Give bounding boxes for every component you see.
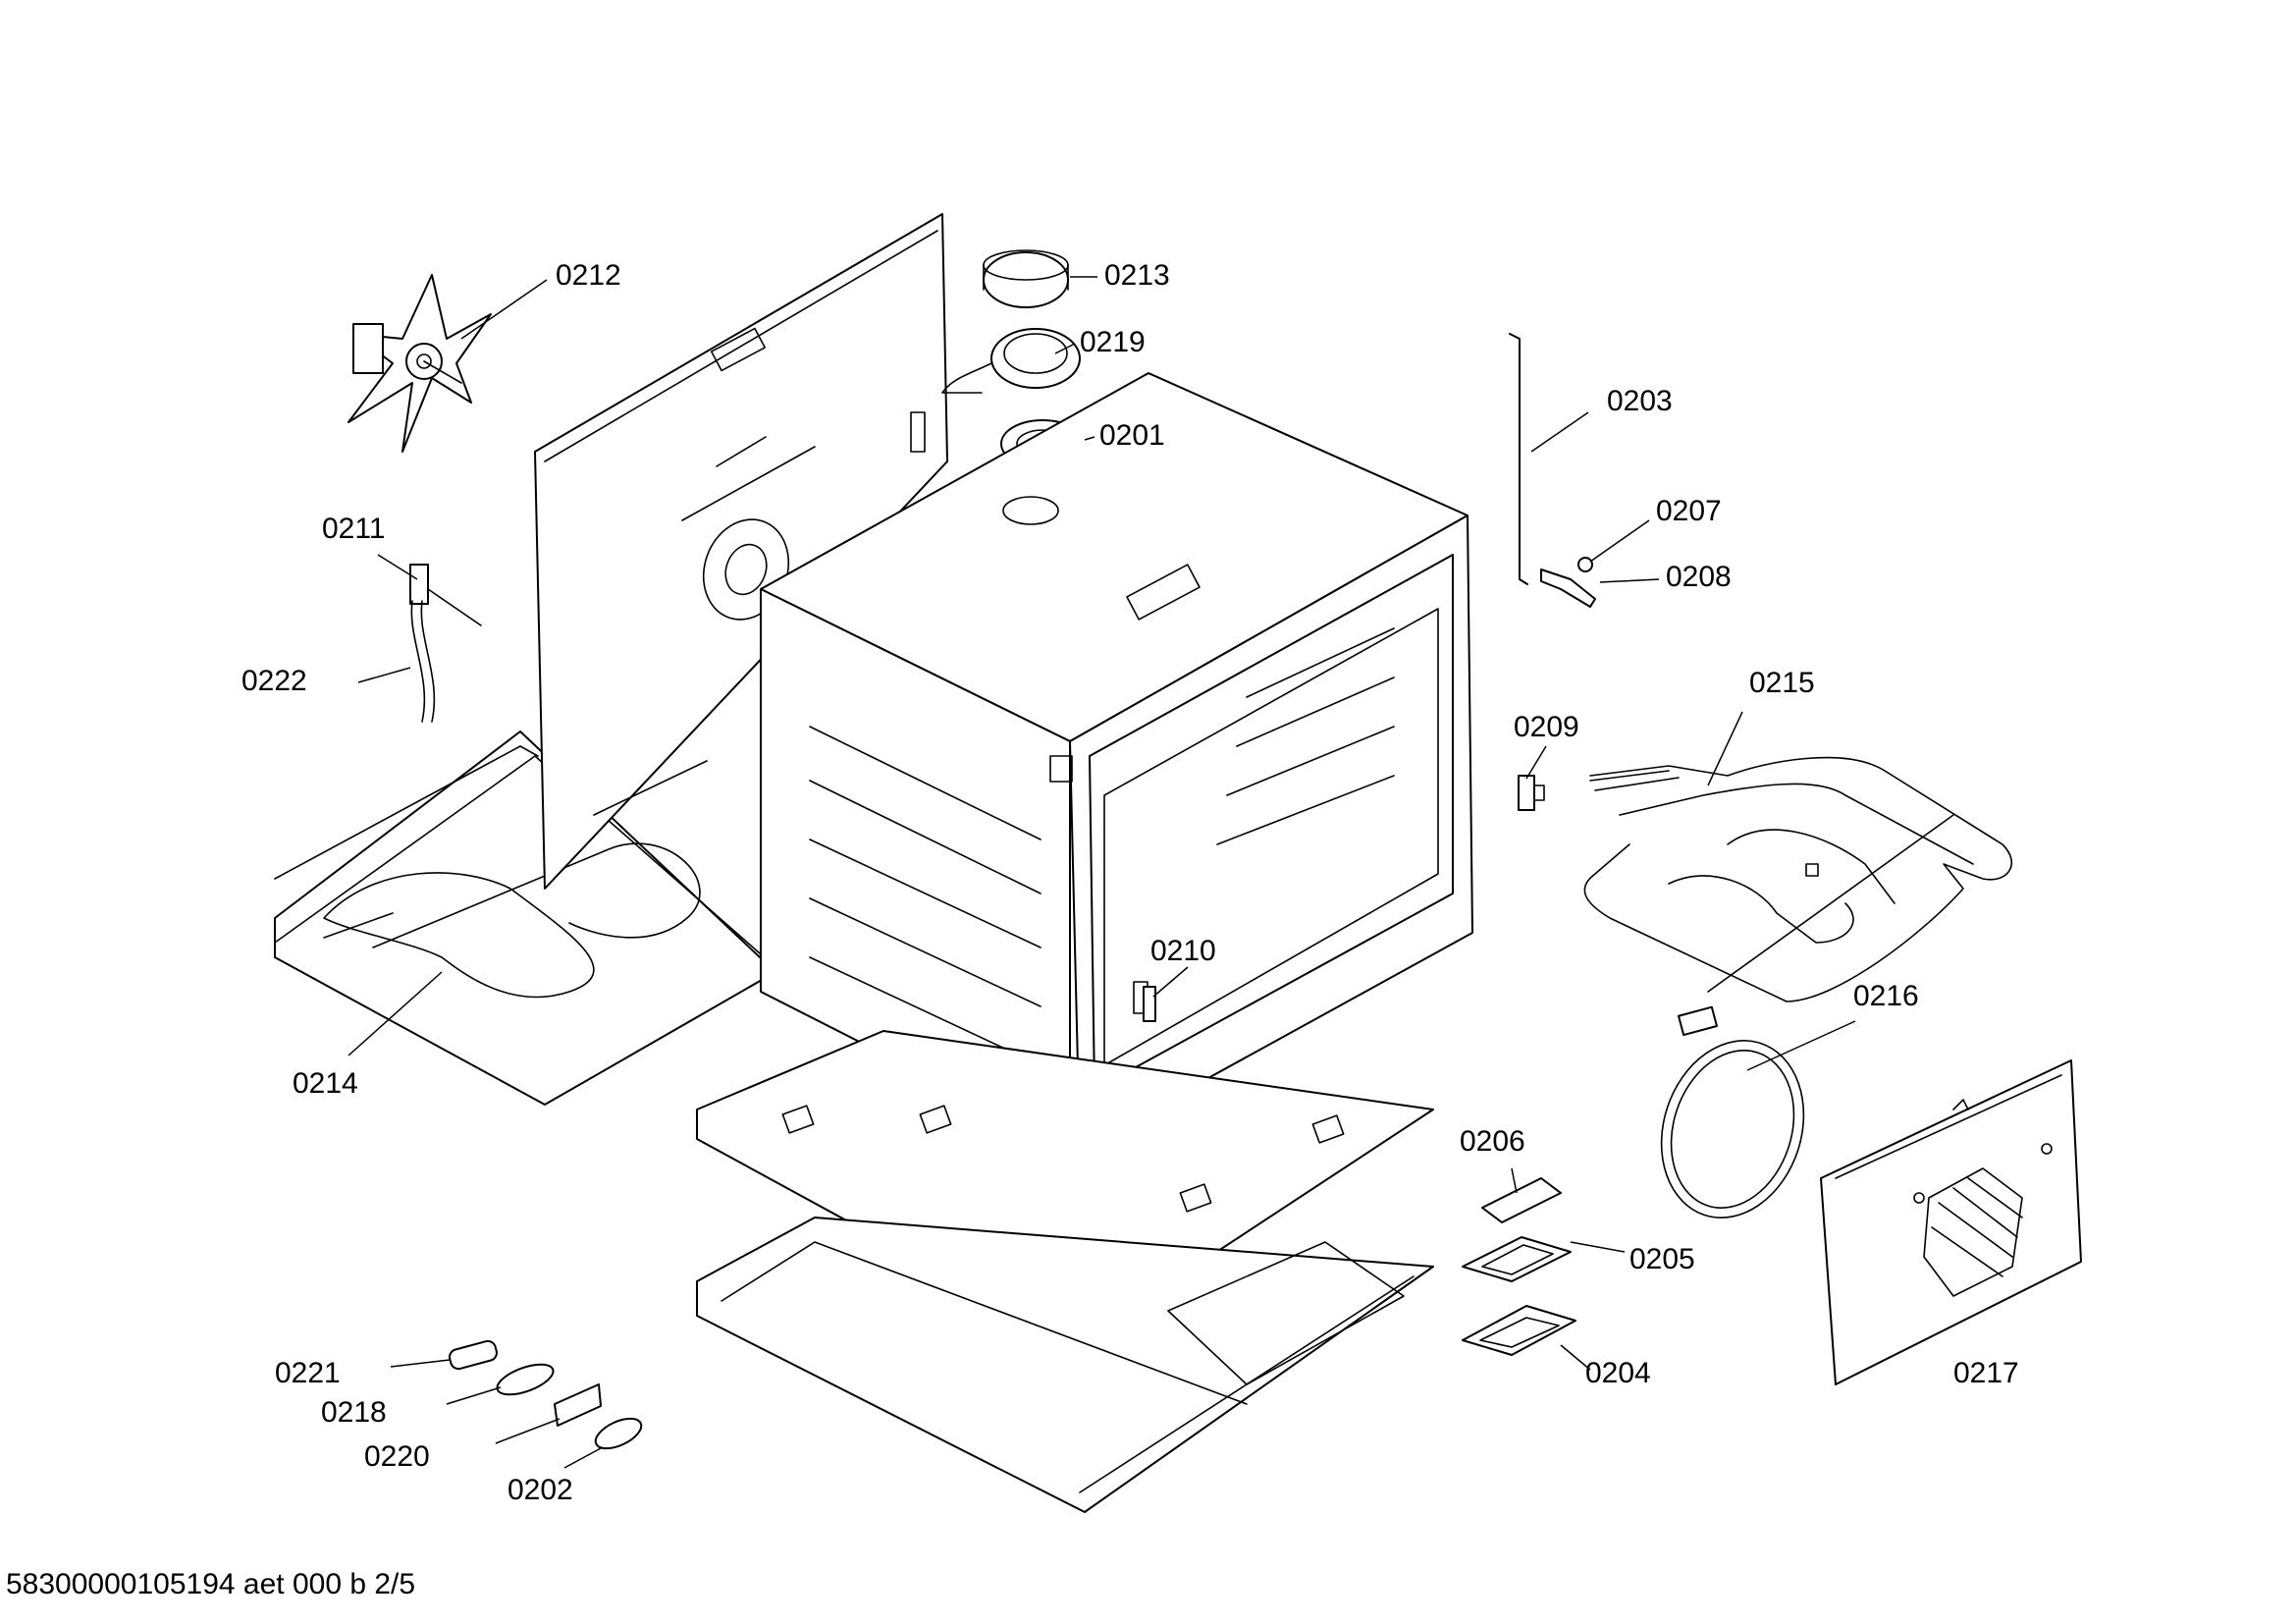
callout-0219: 0219 [1080, 326, 1146, 358]
callout-0207: 0207 [1656, 495, 1722, 527]
callout-0210: 0210 [1150, 935, 1216, 967]
callout-0213: 0213 [1104, 259, 1170, 292]
part-0219-fan-cover [941, 328, 1081, 394]
document-reference: 58300000105194 aet 000 b 2/5 [6, 1568, 416, 1600]
callout-0220: 0220 [364, 1440, 430, 1473]
part-0205-gasket [1462, 1236, 1572, 1282]
callout-0204: 0204 [1585, 1357, 1651, 1389]
callout-labels: 0212 0213 0219 0201 0203 0207 0208 0211 … [241, 259, 2019, 1506]
part-0204-lamp-frame [1462, 1305, 1576, 1356]
callout-0202: 0202 [507, 1474, 573, 1506]
part-0213-band [983, 249, 1069, 308]
callout-0205: 0205 [1629, 1243, 1695, 1275]
callout-0214: 0214 [293, 1067, 358, 1100]
callout-0208: 0208 [1666, 561, 1732, 593]
callout-0201: 0201 [1099, 419, 1165, 452]
part-0211-sensor [409, 564, 482, 723]
callout-0218: 0218 [321, 1396, 387, 1429]
part-0221-terminal [449, 1339, 498, 1371]
callout-0206: 0206 [1460, 1125, 1525, 1158]
part-0206-lamp-glass [1481, 1177, 1562, 1223]
part-0203-rod [1509, 333, 1528, 585]
callout-0222: 0222 [241, 665, 307, 697]
callout-0209: 0209 [1514, 711, 1579, 743]
part-0220-plate [554, 1383, 602, 1427]
callout-0216: 0216 [1853, 980, 1919, 1012]
part-0202-knob [594, 1417, 643, 1450]
oven-base-frame [696, 1217, 1434, 1513]
leader-lines [347, 276, 1856, 1469]
oven-bottom-plate [696, 1030, 1434, 1346]
part-0218-seal [496, 1363, 555, 1396]
callout-0217: 0217 [1953, 1357, 2019, 1389]
part-0215-grill-element [1583, 756, 2013, 1002]
part-0207-screw [1577, 557, 1593, 572]
callout-0203: 0203 [1607, 385, 1673, 417]
callout-0212: 0212 [556, 259, 621, 292]
oven-cavity [760, 372, 1473, 1150]
part-0216-ring-element [1660, 1005, 1805, 1218]
part-0214-bottom-tray [274, 731, 776, 1106]
callout-0215: 0215 [1749, 667, 1815, 699]
part-0208-bracket [1540, 568, 1596, 608]
callout-0211: 0211 [322, 513, 386, 545]
part-0210-lamp-holder [1143, 986, 1156, 1022]
part-0217-rear-cover [1820, 1059, 2082, 1385]
part-0209-clip [1518, 775, 1545, 811]
part-0212-fan-motor [347, 274, 492, 453]
oven-back-panel [534, 213, 948, 890]
callout-0221: 0221 [275, 1357, 341, 1389]
